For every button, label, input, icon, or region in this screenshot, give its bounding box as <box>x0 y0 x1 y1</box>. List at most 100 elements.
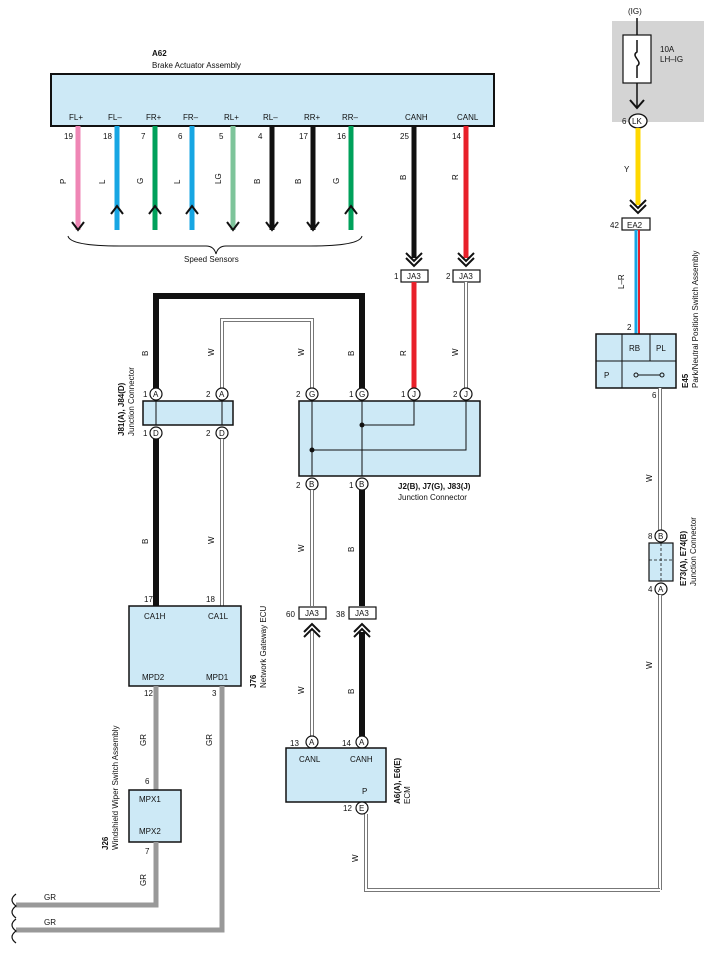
a62-pin-number: 16 <box>337 132 346 141</box>
e45-code: E45 <box>681 373 690 388</box>
svg-text:JA3: JA3 <box>407 272 421 281</box>
a62-pin-label: RR– <box>342 113 359 122</box>
network-gateway-ecu[interactable] <box>128 605 242 687</box>
a62-pin-number: 5 <box>219 132 224 141</box>
a62-pin-label: RL– <box>263 113 278 122</box>
svg-text:6: 6 <box>652 391 657 400</box>
e73-code: E73(A), E74(B) <box>679 531 688 586</box>
svg-text:GR: GR <box>205 734 214 746</box>
wire-color-code: B <box>253 179 262 184</box>
arrow-up-icon <box>185 204 199 215</box>
svg-text:W: W <box>297 686 306 694</box>
svg-text:W: W <box>645 474 654 482</box>
svg-text:MPD2: MPD2 <box>142 673 165 682</box>
svg-text:13: 13 <box>290 739 299 748</box>
svg-text:MPD1: MPD1 <box>206 673 229 682</box>
svg-text:2: 2 <box>206 429 211 438</box>
chevron-down-icon <box>457 252 475 268</box>
a62-pin-number: 17 <box>299 132 308 141</box>
connector-j2-j2[interactable] <box>459 387 473 401</box>
a62-pin-label: RL+ <box>224 113 239 122</box>
arrow-up-icon <box>148 204 162 215</box>
fuse-rating: 10A <box>660 45 675 54</box>
svg-text:4: 4 <box>648 585 653 594</box>
a62-pin-label: CANL <box>457 113 479 122</box>
svg-text:D: D <box>219 429 225 438</box>
junction-connector-j81[interactable] <box>142 400 234 426</box>
svg-text:2: 2 <box>206 390 211 399</box>
svg-text:7: 7 <box>145 847 150 856</box>
connector-ja3-60[interactable] <box>298 606 327 620</box>
svg-text:J: J <box>464 390 468 399</box>
fuse-pin: 6 <box>622 117 627 126</box>
svg-text:1: 1 <box>349 481 354 490</box>
svg-text:D: D <box>153 429 159 438</box>
svg-text:P: P <box>604 371 609 380</box>
svg-text:2: 2 <box>446 272 451 281</box>
wire-color-code: L <box>173 179 182 184</box>
svg-text:JA3: JA3 <box>355 609 369 618</box>
svg-text:2: 2 <box>453 390 458 399</box>
j26-name: Windshield Wiper Switch Assembly <box>111 726 120 850</box>
svg-text:W: W <box>351 854 360 862</box>
wire-code-y: Y <box>624 165 630 174</box>
connector-j81-a1[interactable] <box>149 387 163 401</box>
a62-pin-number: 19 <box>64 132 73 141</box>
a62-pin-number: 4 <box>258 132 263 141</box>
svg-text:CA1H: CA1H <box>144 612 166 621</box>
svg-text:W: W <box>645 661 654 669</box>
arrow-up-icon <box>344 204 358 215</box>
j81-name: Junction Connector <box>127 367 136 436</box>
connector-j2-g2[interactable] <box>305 387 319 401</box>
e45-name: Park/Neutral Position Switch Assembly <box>691 251 700 388</box>
ecm-name: ECM <box>403 786 412 804</box>
svg-text:1: 1 <box>349 390 354 399</box>
svg-text:B: B <box>359 480 364 489</box>
svg-text:R: R <box>399 350 408 356</box>
svg-text:8: 8 <box>648 532 653 541</box>
a62-pin-label: FL– <box>108 113 122 122</box>
svg-text:1: 1 <box>143 429 148 438</box>
svg-text:CANL: CANL <box>299 755 321 764</box>
wire-color-code: B <box>294 179 303 184</box>
svg-text:B: B <box>309 480 314 489</box>
j81-code: J81(A), J84(D) <box>117 382 126 436</box>
svg-text:RB: RB <box>629 344 640 353</box>
arrow-down-icon <box>226 221 240 232</box>
wire-color-code: G <box>332 178 341 184</box>
ecm-box[interactable] <box>285 747 387 803</box>
svg-text:JA3: JA3 <box>305 609 319 618</box>
svg-text:CA1L: CA1L <box>208 612 229 621</box>
chevron-up-icon <box>303 622 321 638</box>
j2-name: Junction Connector <box>398 493 467 502</box>
svg-text:W: W <box>207 536 216 544</box>
junction-connector-j2[interactable] <box>298 400 481 477</box>
svg-text:B: B <box>347 547 356 552</box>
arrow-down-icon <box>265 221 279 232</box>
connector-ecm-e12[interactable] <box>355 801 369 815</box>
svg-text:B: B <box>658 532 663 541</box>
svg-text:60: 60 <box>286 610 295 619</box>
a62-name: Brake Actuator Assembly <box>152 61 241 70</box>
j76-code: J76 <box>249 674 258 688</box>
svg-text:2: 2 <box>296 390 301 399</box>
connector-j81-a2[interactable] <box>215 387 229 401</box>
svg-text:JA3: JA3 <box>459 272 473 281</box>
connector-ja3-38[interactable] <box>348 606 377 620</box>
connector-j2-j1[interactable] <box>407 387 421 401</box>
wire-color-code: P <box>59 179 68 184</box>
wire-color-code: G <box>136 178 145 184</box>
connector-j2-g1[interactable] <box>355 387 369 401</box>
svg-text:A: A <box>219 390 225 399</box>
j2-code: J2(B), J7(G), J83(J) <box>398 482 471 491</box>
a62-pin-label: FR– <box>183 113 199 122</box>
connector-e73-b[interactable] <box>654 529 668 543</box>
svg-text:R: R <box>451 174 460 180</box>
connector-lk-label: LK <box>632 117 642 126</box>
svg-text:G: G <box>359 390 365 399</box>
chevron-down-icon <box>405 252 423 268</box>
svg-text:GR: GR <box>44 918 56 927</box>
svg-text:E: E <box>359 804 364 813</box>
wire-color-code: LG <box>214 173 223 184</box>
